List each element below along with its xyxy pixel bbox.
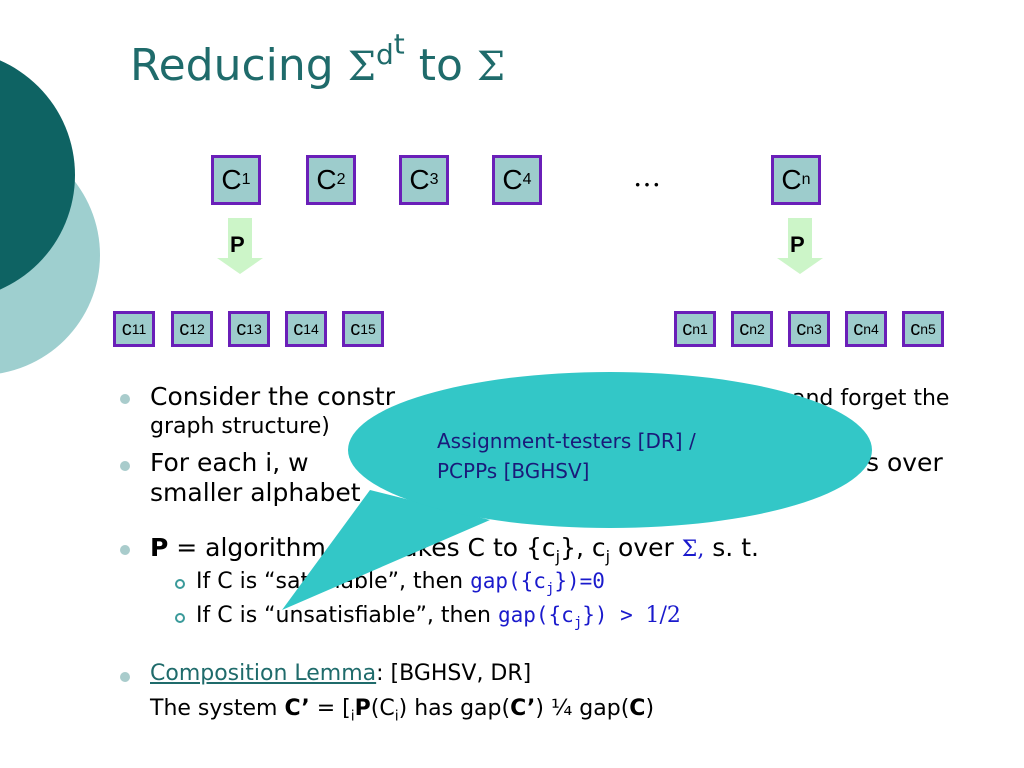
bullet2-line2: smaller alphabet: [150, 478, 361, 507]
arrow-down-left: [217, 218, 263, 274]
ellipsis: …: [633, 160, 661, 193]
decorative-circles: [0, 60, 100, 374]
bullet-dot: [120, 394, 130, 404]
system-line: The system C’ = [iP(Ci) has gap(C’) ¼ ga…: [150, 696, 655, 725]
bullet-dot: [120, 672, 130, 682]
callout-text: Assignment-testers [DR] / PCPPs [BGHSV]: [437, 429, 696, 483]
bullet2-line1: For each i, w: [150, 448, 309, 477]
sub-bullet-unsatisfiable: If C is “unsatisfiable”, then gap({cj}) …: [196, 603, 681, 632]
lemma-line: Composition Lemma: [BGHSV, DR]: [150, 661, 532, 686]
bullet-dot: [120, 545, 130, 555]
arrow-down-right: [777, 218, 823, 274]
bullet2-tail: s over: [866, 448, 943, 477]
dark-teal-circle: [0, 60, 75, 290]
sub-bullet-circle: [175, 579, 185, 589]
bullet1-line2: graph structure): [150, 414, 330, 439]
callout-bubble: [282, 372, 872, 610]
composition-lemma-link[interactable]: Composition Lemma: [150, 661, 377, 686]
p-label-left: P: [230, 232, 245, 257]
sub-bullet-circle: [175, 613, 185, 623]
page-title: Reducing Σdt to Σ: [130, 28, 506, 91]
p-label-right: P: [790, 232, 805, 257]
bullet1-line1: Consider the constr: [150, 382, 396, 411]
bullet-dot: [120, 461, 130, 471]
